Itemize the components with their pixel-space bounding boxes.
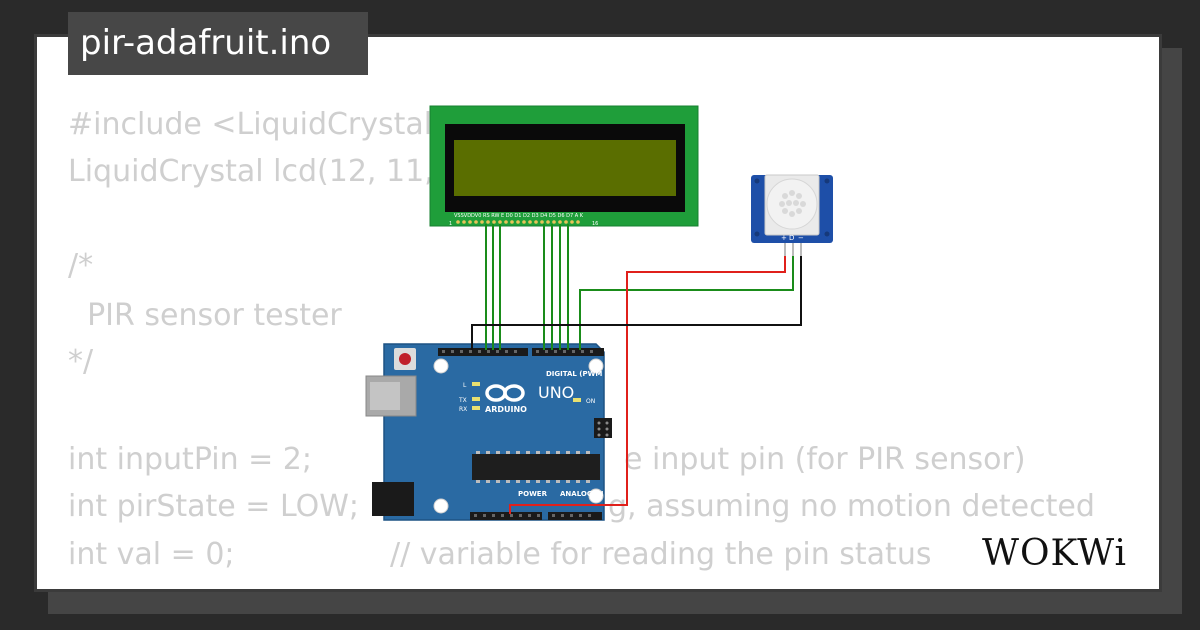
- pir-pin-d: D: [789, 234, 794, 242]
- pir-pin-minus: −: [798, 234, 804, 242]
- code-line: PIR sensor tester: [68, 298, 342, 333]
- arduino-brand: ARDUINO: [485, 405, 527, 414]
- wokwi-logo-text: WOKWi: [982, 533, 1127, 574]
- reset-button[interactable]: [399, 353, 411, 365]
- wokwi-logo: WOKWi: [982, 533, 1127, 574]
- code-line: int pirState = LOW;g, assuming no motion…: [68, 484, 1095, 530]
- pir-sensor[interactable]: + D −: [751, 174, 833, 256]
- arduino-model: UNO: [538, 383, 574, 402]
- lcd-pin-start: 1: [449, 221, 452, 227]
- code-line: #include <LiquidCrystal.: [68, 107, 442, 142]
- led-label-tx: TX: [458, 397, 467, 404]
- code-line: LiquidCrystal lcd(12, 11,: [68, 154, 434, 189]
- digital-header-label: DIGITAL (PWM ~): [546, 370, 614, 378]
- lcd-pin-end: 16: [592, 221, 598, 227]
- code-line: */: [68, 344, 94, 379]
- arduino-infinity-logo: [485, 384, 525, 402]
- arduino-uno-board[interactable]: DIGITAL (PWM ~) L TX RX ON UNO ARDUINO: [365, 343, 614, 521]
- lcd-display[interactable]: VSSVDDV0 RS RW E D0 D1 D2 D3 D4 D5 D6 D7…: [429, 105, 699, 227]
- power-header-label: POWER: [518, 490, 548, 498]
- on-led-label: ON: [586, 398, 595, 405]
- wires: [471, 224, 802, 514]
- led-label-rx: RX: [459, 406, 467, 413]
- code-line: int inputPin = 2;e input pin (for PIR se…: [68, 437, 1026, 483]
- code-comment: e input pin (for PIR sensor): [624, 442, 1026, 477]
- code-line: int val = 0;// variable for reading the …: [68, 532, 931, 578]
- pir-pin-plus: +: [781, 234, 787, 242]
- analog-header-label: ANALOG IN: [560, 490, 604, 498]
- wire-pir-power: [509, 256, 786, 514]
- wire-pir-ground: [471, 256, 802, 350]
- project-title: pir-adafruit.ino: [68, 12, 368, 75]
- code-comment: g, assuming no motion detected: [608, 489, 1095, 524]
- lcd-pin-labels: VSSVDDV0 RS RW E D0 D1 D2 D3 D4 D5 D6 D7…: [454, 213, 584, 219]
- code-line: /*: [68, 248, 94, 283]
- wire-pir-signal: [579, 256, 794, 350]
- led-label-l: L: [463, 382, 467, 389]
- code-comment: // variable for reading the pin status: [390, 537, 932, 572]
